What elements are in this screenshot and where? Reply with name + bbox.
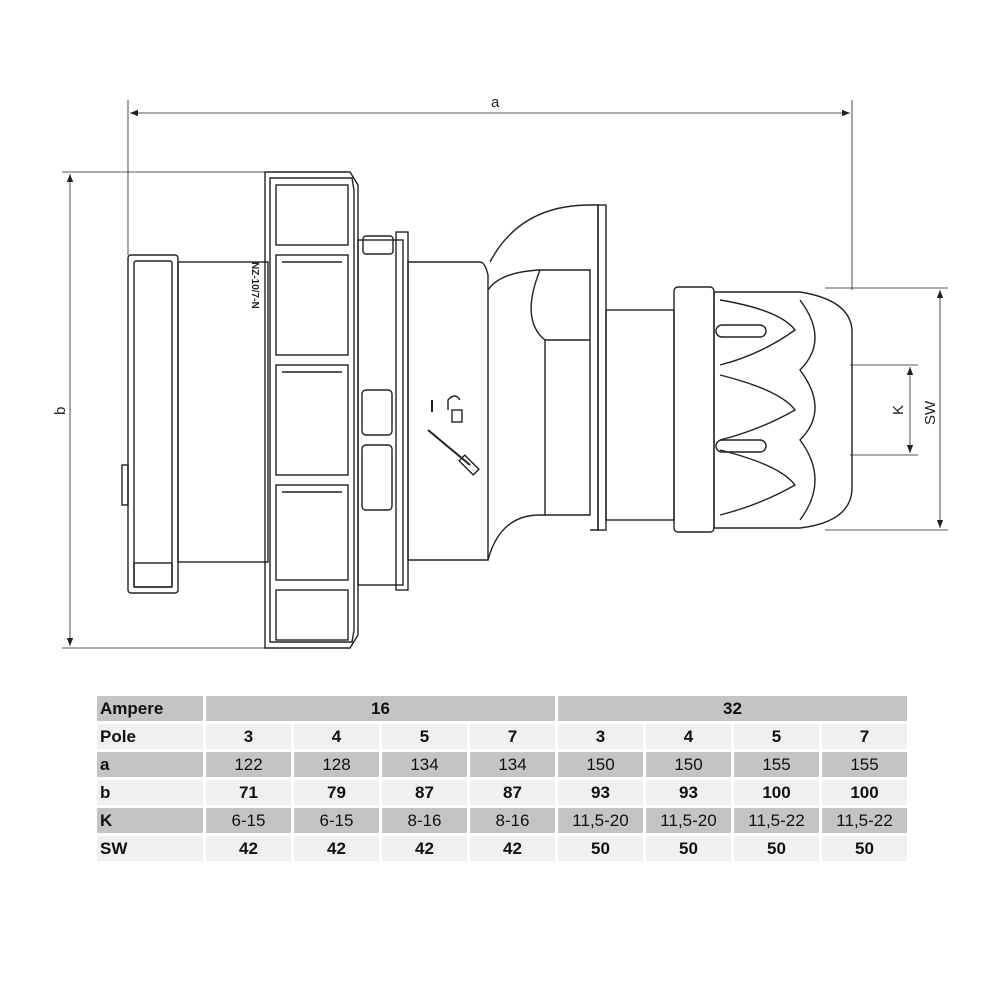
row-label: b (97, 780, 203, 805)
dimension-b (62, 171, 265, 649)
table-cell: 7 (822, 724, 907, 749)
table-cell: 134 (470, 752, 555, 777)
group-header: 16 (206, 696, 555, 721)
plug-body (407, 204, 675, 561)
row-label: K (97, 808, 203, 833)
hex-nut (264, 171, 359, 649)
dimension-sw-label: SW (922, 400, 939, 425)
dimension-k (850, 364, 918, 456)
table-cell: 7 (470, 724, 555, 749)
table-cell: 155 (822, 752, 907, 777)
table-cell: 128 (294, 752, 379, 777)
group-header: 32 (558, 696, 907, 721)
table-cell: 42 (206, 836, 291, 861)
table-cell: 87 (470, 780, 555, 805)
rotated-marking: NZ-10/7-N (249, 262, 260, 309)
table-cell: 93 (558, 780, 643, 805)
table-cell: 3 (558, 724, 643, 749)
table-cell: 8-16 (382, 808, 467, 833)
table-cell: 155 (734, 752, 819, 777)
rear-flange (121, 254, 269, 594)
table-cell: 50 (646, 836, 731, 861)
table-cell: 122 (206, 752, 291, 777)
table-cell: 8-16 (470, 808, 555, 833)
table-cell: 42 (382, 836, 467, 861)
table-cell: 50 (558, 836, 643, 861)
table-header-row: Ampere 16 32 (97, 696, 907, 721)
table-cell: 42 (294, 836, 379, 861)
table-cell: 50 (822, 836, 907, 861)
table-cell: 87 (382, 780, 467, 805)
table-cell: 50 (734, 836, 819, 861)
table-cell: 150 (646, 752, 731, 777)
table-cell: 71 (206, 780, 291, 805)
table-cell: 93 (646, 780, 731, 805)
table-cell: 6-15 (206, 808, 291, 833)
table-cell: 100 (734, 780, 819, 805)
table-cell: 11,5-22 (822, 808, 907, 833)
table-cell: 11,5-20 (558, 808, 643, 833)
table-cell: 3 (206, 724, 291, 749)
header-label: Ampere (97, 696, 203, 721)
table-cell: 150 (558, 752, 643, 777)
cable-gland (673, 286, 853, 533)
table-cell: 100 (822, 780, 907, 805)
plug-technical-drawing: NZ-10/7-N a b K SW (52, 94, 948, 649)
locking-ring (357, 231, 409, 591)
table-cell: 6-15 (294, 808, 379, 833)
table-cell: 134 (382, 752, 467, 777)
dimension-a-label: a (491, 94, 500, 111)
unlock-screwdriver-icon (427, 395, 480, 476)
dimension-k-label: K (890, 405, 907, 415)
row-label: a (97, 752, 203, 777)
dimension-b-label: b (52, 407, 69, 415)
table-cell: 4 (294, 724, 379, 749)
dimension-sw (825, 287, 948, 531)
table-cell: 5 (734, 724, 819, 749)
table-cell: 11,5-20 (646, 808, 731, 833)
table-cell: 11,5-22 (734, 808, 819, 833)
table-cell: 42 (470, 836, 555, 861)
row-label: SW (97, 836, 203, 861)
row-label: Pole (97, 724, 203, 749)
table-cell: 4 (646, 724, 731, 749)
table-cell: 5 (382, 724, 467, 749)
table-cell: 79 (294, 780, 379, 805)
dimension-a (127, 100, 853, 290)
